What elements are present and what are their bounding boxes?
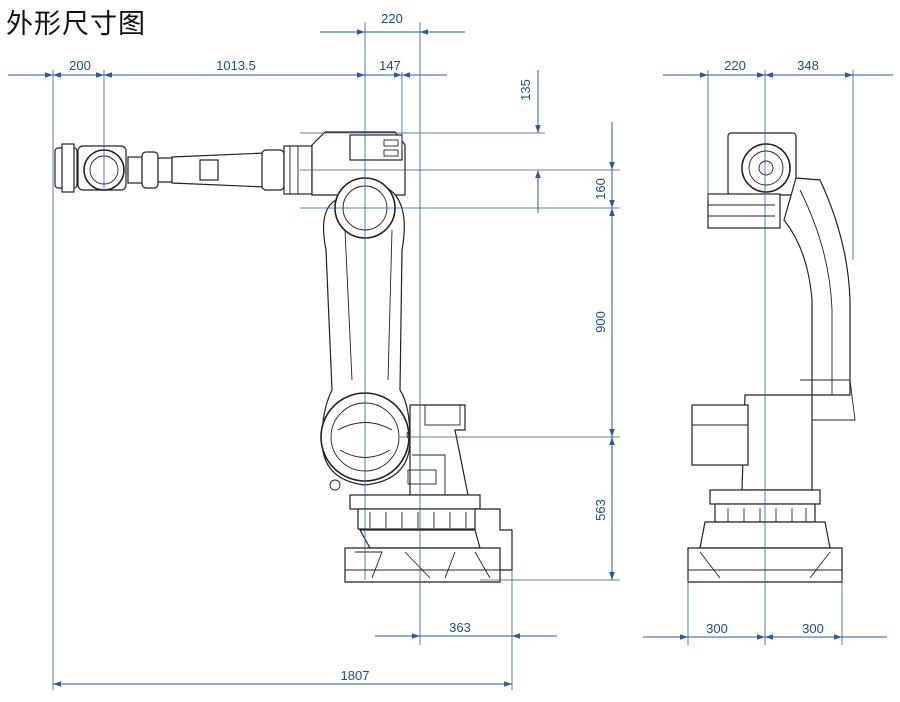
- side-view-dimensions: 220 200 1013.5 147 135 160 900 563 363 1…: [8, 11, 620, 690]
- dim-563: 563: [593, 499, 608, 521]
- dim-900: 900: [593, 311, 608, 333]
- dim-348: 348: [797, 58, 819, 73]
- dim-147: 147: [379, 58, 401, 73]
- dim-220-front: 220: [724, 58, 746, 73]
- dim-135: 135: [518, 79, 533, 101]
- dim-1013-5: 1013.5: [216, 58, 256, 73]
- dim-220-side: 220: [381, 11, 403, 26]
- drawing-title: 外形尺寸图: [6, 9, 146, 40]
- side-view-robot: [54, 131, 513, 583]
- front-view-dimensions: 220 348 300 300: [643, 58, 893, 645]
- dim-300-left: 300: [706, 621, 728, 636]
- dim-300-right: 300: [802, 621, 824, 636]
- dim-1807: 1807: [341, 668, 370, 683]
- dim-363: 363: [449, 620, 471, 635]
- dim-200: 200: [69, 58, 91, 73]
- dim-160: 160: [593, 178, 608, 200]
- front-view-robot: [687, 132, 856, 583]
